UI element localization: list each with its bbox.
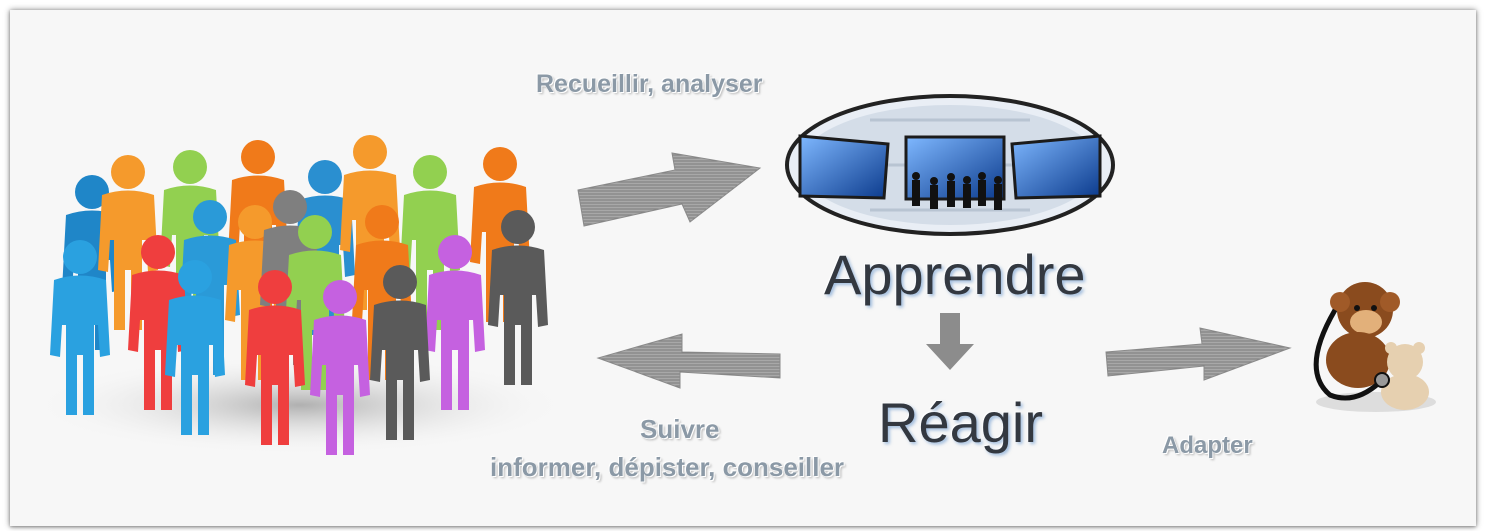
collect-analyze-label: Recueillir, analyser: [536, 70, 763, 98]
follow-label: Suivre: [640, 414, 720, 444]
react-title: Réagir: [878, 391, 1043, 454]
adapt-label: Adapter: [1162, 432, 1253, 459]
arrow-collect: [577, 152, 762, 227]
data-screens-icon: [785, 94, 1115, 236]
arrow-down: [926, 313, 974, 370]
diagram-canvas: [30, 94, 1436, 455]
diagram-frame: Recueillir, analyser Apprendre Réagir Su…: [10, 10, 1476, 526]
learn-title: Apprendre: [824, 243, 1086, 306]
arrow-follow: [596, 333, 781, 389]
crowd-of-people-icon: [30, 135, 570, 455]
follow-detail-label: informer, dépister, conseiller: [490, 452, 845, 482]
arrow-adapt: [1105, 327, 1292, 381]
plush-toys-stethoscope-icon: [1313, 282, 1436, 412]
